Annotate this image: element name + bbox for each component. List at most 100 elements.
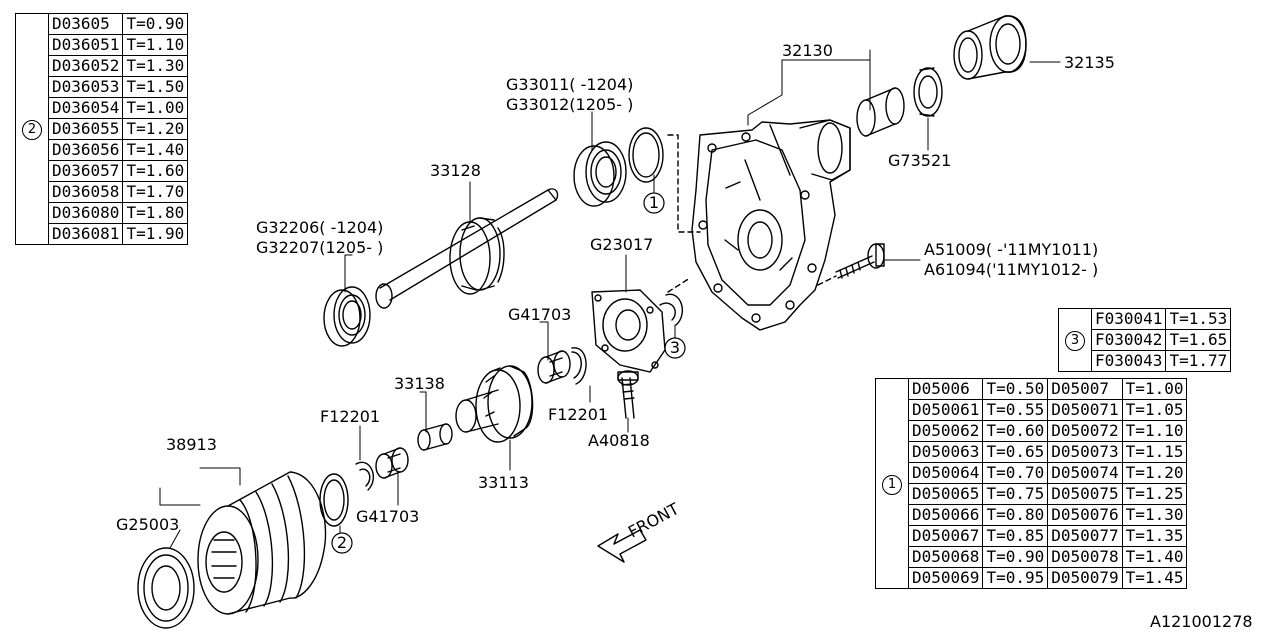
transfer-clutch-38913 bbox=[197, 471, 327, 615]
thickness: T=1.00 bbox=[1121, 378, 1188, 400]
part-number: D050065 bbox=[907, 483, 984, 505]
label-a61094: A61094('11MY1012- ) bbox=[924, 260, 1098, 279]
diagram-id: A121001278 bbox=[1150, 612, 1253, 631]
part-number: D050064 bbox=[907, 462, 984, 484]
label-g33012: G33012(1205- ) bbox=[506, 95, 633, 114]
part-number: D050061 bbox=[907, 399, 984, 421]
part-number: D050077 bbox=[1047, 525, 1123, 547]
svg-text:2: 2 bbox=[337, 533, 347, 552]
extension-housing-32130 bbox=[691, 119, 851, 331]
thickness: T=0.55 bbox=[982, 399, 1049, 421]
thickness: T=1.05 bbox=[1121, 399, 1188, 421]
shaft-33128 bbox=[375, 188, 559, 309]
thickness: T=0.75 bbox=[982, 483, 1049, 505]
label-a40818: A40818 bbox=[588, 431, 650, 450]
part-number: D05006 bbox=[907, 378, 984, 400]
label-g41703-lower: G41703 bbox=[356, 507, 419, 526]
drive-gear-33113 bbox=[455, 365, 534, 443]
leader-dashed bbox=[667, 134, 701, 233]
needle-bearing-lower bbox=[375, 447, 409, 479]
part-number: D036055 bbox=[47, 118, 124, 140]
label-32130: 32130 bbox=[782, 41, 833, 60]
leader-lines bbox=[159, 49, 1061, 549]
thickness: T=0.90 bbox=[122, 13, 189, 35]
part-number: D03605 bbox=[47, 13, 124, 35]
thickness: T=1.80 bbox=[122, 202, 189, 224]
part-number: D050079 bbox=[1047, 567, 1123, 589]
thickness: T=0.50 bbox=[982, 378, 1049, 400]
label-33128: 33128 bbox=[430, 161, 481, 180]
snap-ring-f12201-upper bbox=[571, 347, 587, 385]
part-number: D050071 bbox=[1047, 399, 1123, 421]
part-number: F030041 bbox=[1090, 308, 1167, 330]
bolt-a40818 bbox=[617, 370, 639, 419]
part-number: D050074 bbox=[1047, 462, 1123, 484]
front-arrow bbox=[597, 529, 647, 563]
label-g41703-upper: G41703 bbox=[508, 305, 571, 324]
table1-marker: 1 bbox=[875, 378, 909, 589]
part-number: D036051 bbox=[47, 34, 124, 56]
callout-2: 2 bbox=[331, 532, 353, 554]
thickness: T=1.35 bbox=[1121, 525, 1188, 547]
thickness: T=0.65 bbox=[982, 441, 1049, 463]
oil-seal-g73521 bbox=[913, 67, 943, 117]
callout-3: 3 bbox=[664, 337, 686, 359]
table2-marker-label: 2 bbox=[22, 120, 42, 140]
thickness: T=1.40 bbox=[122, 139, 189, 161]
table2-marker: 2 bbox=[15, 13, 49, 245]
retainer-g23017 bbox=[591, 289, 666, 373]
label-38913: 38913 bbox=[166, 435, 217, 454]
thickness: T=0.90 bbox=[982, 546, 1049, 568]
ball-bearing-g33011 bbox=[573, 141, 627, 207]
label-g32206: G32206( -1204) bbox=[256, 218, 383, 237]
oil-seal-g25003 bbox=[137, 547, 195, 629]
needle-bearing-upper bbox=[537, 350, 571, 384]
thickness: T=1.25 bbox=[1121, 483, 1188, 505]
part-number: D050078 bbox=[1047, 546, 1123, 568]
part-number: D050068 bbox=[907, 546, 984, 568]
thickness: T=1.77 bbox=[1165, 350, 1232, 372]
thickness: T=1.45 bbox=[1121, 567, 1188, 589]
label-g73521: G73521 bbox=[888, 151, 951, 170]
snap-ring-small bbox=[659, 293, 684, 326]
part-number: D036056 bbox=[47, 139, 124, 161]
part-number: D036053 bbox=[47, 76, 124, 98]
svg-text:1: 1 bbox=[649, 193, 659, 212]
callout-1: 1 bbox=[643, 192, 665, 214]
thickness: T=0.80 bbox=[982, 504, 1049, 526]
label-f12201-lower: F12201 bbox=[320, 407, 380, 426]
thickness: T=1.90 bbox=[122, 223, 189, 245]
table1-marker-label: 1 bbox=[882, 474, 902, 495]
part-number: D036054 bbox=[47, 97, 124, 119]
thickness: T=1.15 bbox=[1121, 441, 1188, 463]
bolt-a51009 bbox=[835, 243, 885, 279]
label-33138: 33138 bbox=[394, 374, 445, 393]
thickness: T=1.50 bbox=[122, 76, 189, 98]
part-number: D05007 bbox=[1047, 378, 1123, 400]
part-number: F030042 bbox=[1090, 329, 1167, 351]
label-g32207: G32207(1205- ) bbox=[256, 238, 383, 257]
label-g25003: G25003 bbox=[116, 515, 179, 534]
part-number: D050076 bbox=[1047, 504, 1123, 526]
bushing bbox=[856, 87, 905, 137]
label-g33011: G33011( -1204) bbox=[506, 75, 633, 94]
svg-text:3: 3 bbox=[670, 338, 680, 357]
